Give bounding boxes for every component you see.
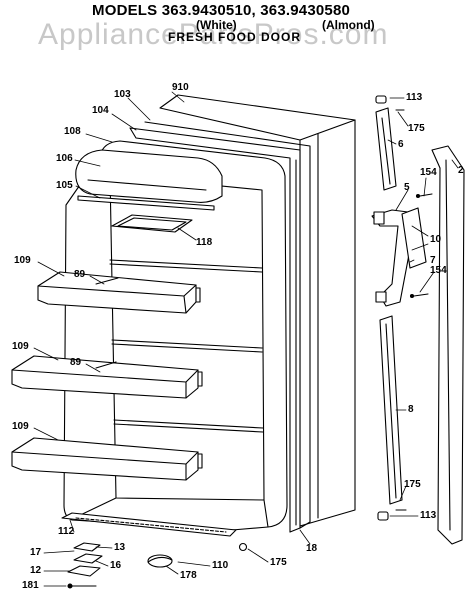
callout-17: 17 xyxy=(30,547,42,558)
callout-2: 2 xyxy=(458,165,464,176)
door-bin-top xyxy=(37,271,201,314)
callout-106: 106 xyxy=(56,153,73,164)
handle-trim-top xyxy=(375,95,397,191)
callout-8: 8 xyxy=(408,404,414,415)
callout-113-top: 113 xyxy=(406,92,423,103)
callout-12: 12 xyxy=(30,565,42,576)
door-bin-middle xyxy=(11,355,203,399)
callout-5: 5 xyxy=(404,182,410,193)
callout-109-top: 109 xyxy=(14,255,31,266)
callout-175-lower: 175 xyxy=(404,479,421,490)
callout-89-middle: 89 xyxy=(70,357,82,368)
handle-cap xyxy=(401,207,427,269)
handle-assembly xyxy=(371,209,415,307)
callout-7: 7 xyxy=(430,255,436,266)
callout-154-top: 154 xyxy=(420,167,437,178)
models-title: MODELS 363.9430510, 363.9430580 xyxy=(92,2,351,19)
watermark: AppliancePartsPros.com xyxy=(38,18,389,51)
door-gasket xyxy=(129,121,311,533)
callout-181: 181 xyxy=(22,580,39,591)
callout-113-bottom: 113 xyxy=(420,510,437,521)
section-title: FRESH FOOD DOOR xyxy=(168,30,302,44)
callout-13: 13 xyxy=(114,542,126,553)
callout-6: 6 xyxy=(398,139,404,150)
callout-10: 10 xyxy=(430,234,442,245)
callout-110: 110 xyxy=(212,560,229,571)
callout-175-top: 175 xyxy=(408,123,425,134)
screws xyxy=(395,109,433,511)
callout-89-top: 89 xyxy=(74,269,86,280)
hinge-hardware xyxy=(67,542,248,589)
inner-door-liner xyxy=(63,140,288,531)
door-bin-bottom xyxy=(11,437,203,481)
callout-18: 18 xyxy=(306,543,318,554)
callout-104: 104 xyxy=(92,105,109,116)
callout-16: 16 xyxy=(110,560,122,571)
bottom-trim xyxy=(61,512,237,537)
callout-178: 178 xyxy=(180,570,197,581)
callout-108: 108 xyxy=(64,126,81,137)
dairy-compartment xyxy=(75,149,223,211)
callout-118: 118 xyxy=(196,237,213,248)
callout-109-bottom: 109 xyxy=(12,421,29,432)
handle-long xyxy=(431,145,465,545)
almond-label: (Almond) xyxy=(322,18,375,32)
callout-103: 103 xyxy=(114,89,131,100)
callout-105: 105 xyxy=(56,180,73,191)
small-shelf xyxy=(111,214,193,233)
callout-112: 112 xyxy=(58,526,75,537)
callout-175-bottom: 175 xyxy=(270,557,287,568)
handle-trim-bottom xyxy=(377,315,403,521)
callout-109-middle: 109 xyxy=(12,341,29,352)
white-label: (White) xyxy=(196,18,237,32)
callout-910: 910 xyxy=(172,82,189,93)
leader-lines xyxy=(33,91,459,587)
callout-154-bottom: 154 xyxy=(430,265,447,276)
